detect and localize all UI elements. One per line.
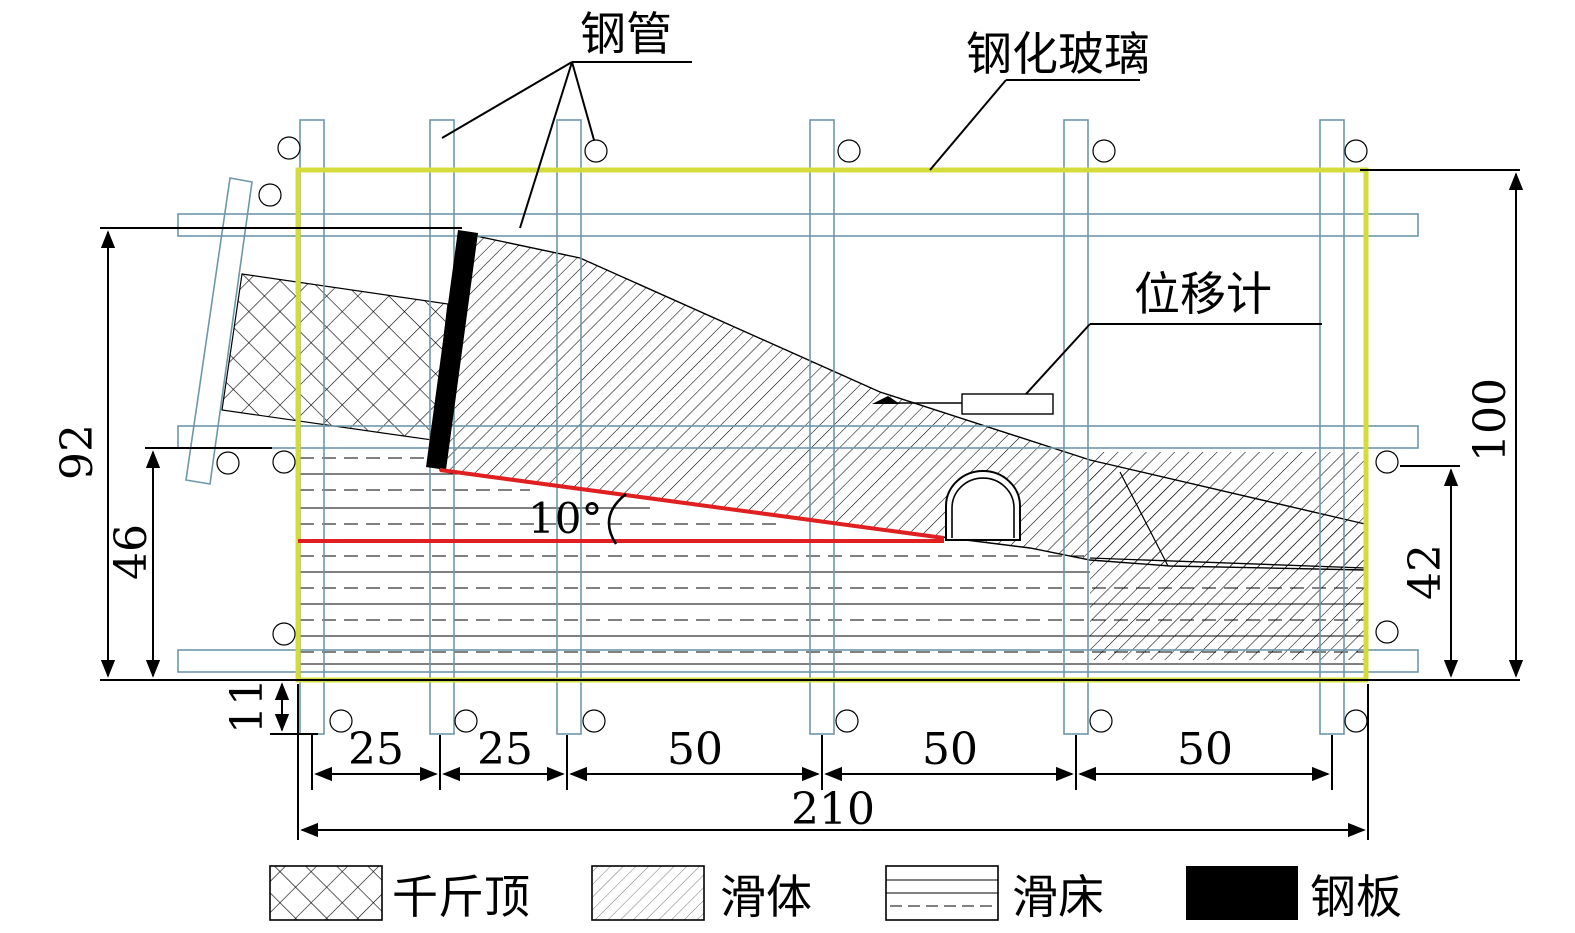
jack-region — [221, 273, 449, 441]
label-displacement-meter: 位移计 — [1134, 267, 1272, 321]
leader-lines — [441, 61, 1322, 395]
dim-50-a: 50 — [667, 724, 723, 775]
dim-50-c: 50 — [1177, 724, 1233, 775]
legend-slide-bed-swatch — [885, 865, 999, 921]
legend-slide-body-swatch — [591, 865, 705, 921]
dim-46: 46 — [106, 524, 157, 580]
sliding-surface-line — [439, 468, 945, 540]
legend-jack-swatch — [269, 865, 383, 921]
steel-plate — [426, 230, 478, 470]
legend-slide-bed-label: 滑床 — [1012, 870, 1104, 924]
label-tempered-glass: 钢化玻璃 — [966, 27, 1150, 81]
slide-toe-region — [1090, 452, 1365, 660]
dim-50-b: 50 — [922, 724, 978, 775]
dim-92: 92 — [52, 424, 103, 480]
legend-slide-body-label: 滑体 — [720, 870, 812, 924]
angle-label: 10° — [528, 494, 602, 543]
dim-100: 100 — [1465, 378, 1516, 462]
dim-11: 11 — [222, 678, 273, 734]
dim-25-a: 25 — [348, 724, 404, 775]
dim-25-b: 25 — [477, 724, 533, 775]
legend-steel-plate-swatch — [1186, 866, 1298, 920]
dimension-lines — [100, 169, 1524, 840]
dim-210: 210 — [791, 784, 875, 835]
label-steel-pipe: 钢管 — [580, 7, 672, 61]
steel-pipe-frame — [177, 119, 1419, 735]
dim-42: 42 — [1400, 544, 1451, 600]
legend-steel-plate-label: 钢板 — [1310, 870, 1402, 924]
angle-arc — [607, 493, 627, 545]
pipe-joint-circles — [216, 136, 1399, 733]
tunnel-icon — [945, 470, 1021, 541]
legend-jack-label: 千斤顶 — [392, 870, 530, 924]
crack-line — [1119, 471, 1169, 567]
slip-line-right — [1089, 557, 1366, 569]
legend: 千斤顶 滑体 滑床 钢板 — [269, 865, 1402, 924]
displacement-meter — [872, 393, 1054, 415]
